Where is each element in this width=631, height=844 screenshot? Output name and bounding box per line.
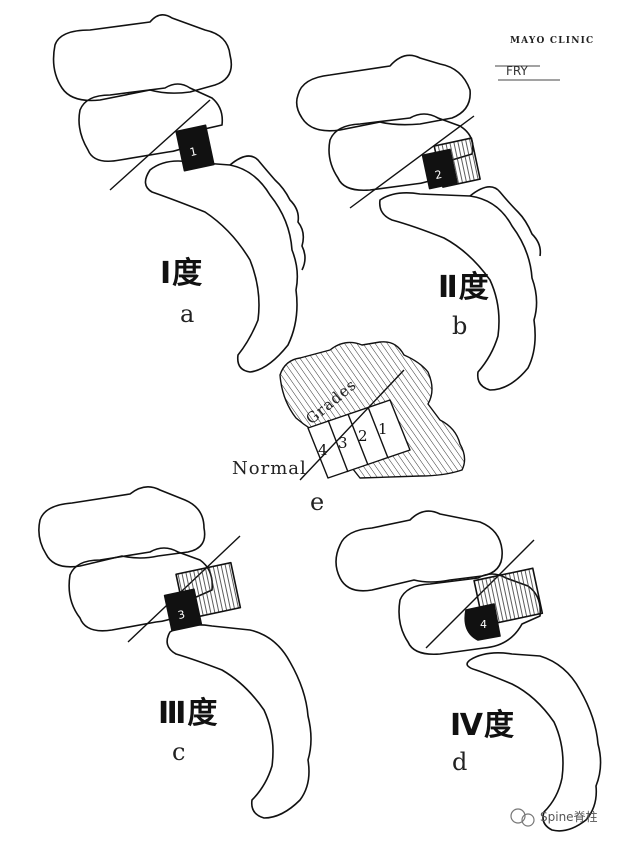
- sacrum-d: [466, 652, 602, 832]
- credit-label: MAYO CLINIC: [510, 36, 595, 46]
- block-number-c: 3: [177, 608, 187, 622]
- block-number-d: 4: [480, 618, 487, 631]
- posterior-sacrum-edge-b: [469, 186, 542, 257]
- signature-mark: [495, 65, 560, 81]
- watermark-label: Spine脊柱: [540, 810, 598, 824]
- reference-line-b: [349, 115, 475, 209]
- sacrum-c: [166, 624, 312, 819]
- wechat-icon: [510, 808, 535, 827]
- normal-line-e: [299, 369, 405, 481]
- grade-block-a: [175, 124, 215, 172]
- center-grade-numbers: 4 3 2 1: [318, 420, 388, 459]
- vertebra-l5-a: [78, 83, 224, 163]
- vertebra-l5-d: [398, 573, 542, 656]
- panel-e: [279, 341, 466, 481]
- center-grade-number-1: 1: [378, 420, 388, 438]
- panel-b: 2: [295, 54, 542, 391]
- center-grade-number-4: 4: [318, 441, 328, 459]
- center-grade-number-2: 2: [358, 427, 368, 445]
- signature-label: FRY: [506, 64, 528, 78]
- reference-line-a: [109, 99, 211, 191]
- block-number-b: 2: [434, 168, 444, 182]
- sacrum-a: [144, 160, 299, 373]
- panel-letter-a: a: [180, 300, 195, 328]
- vertebra-l4-d: [335, 510, 503, 592]
- vertebra-l4-c: [38, 486, 206, 568]
- posterior-sacrum-edge-a: [229, 155, 306, 271]
- grade-label-b: Ⅱ度: [438, 270, 490, 305]
- grade-block-d: [464, 603, 501, 641]
- panel-c: 3: [38, 486, 312, 819]
- panel-letter-b: b: [452, 312, 468, 340]
- vertebra-l4-b: [295, 54, 471, 132]
- grade-grid-e: [307, 399, 411, 479]
- panel-d: 4: [335, 510, 602, 832]
- grade-block-c: [163, 588, 203, 632]
- vertebra-l4-a: [52, 14, 233, 102]
- sacrum-b: [378, 192, 538, 391]
- block-number-a: 1: [189, 145, 199, 159]
- panel-letter-c: c: [172, 738, 186, 766]
- panel-letter-e: e: [310, 488, 325, 516]
- center-grade-number-3: 3: [338, 434, 348, 452]
- grade-label-c: Ⅲ度: [158, 696, 219, 731]
- panel-letter-d: d: [452, 748, 468, 776]
- grade-label-a: Ⅰ度: [160, 256, 204, 291]
- panel-a: 1: [52, 14, 306, 373]
- normal-label: Normal: [232, 458, 307, 479]
- grade-label-d: Ⅳ度: [450, 708, 515, 743]
- grade-block-b: [421, 148, 458, 190]
